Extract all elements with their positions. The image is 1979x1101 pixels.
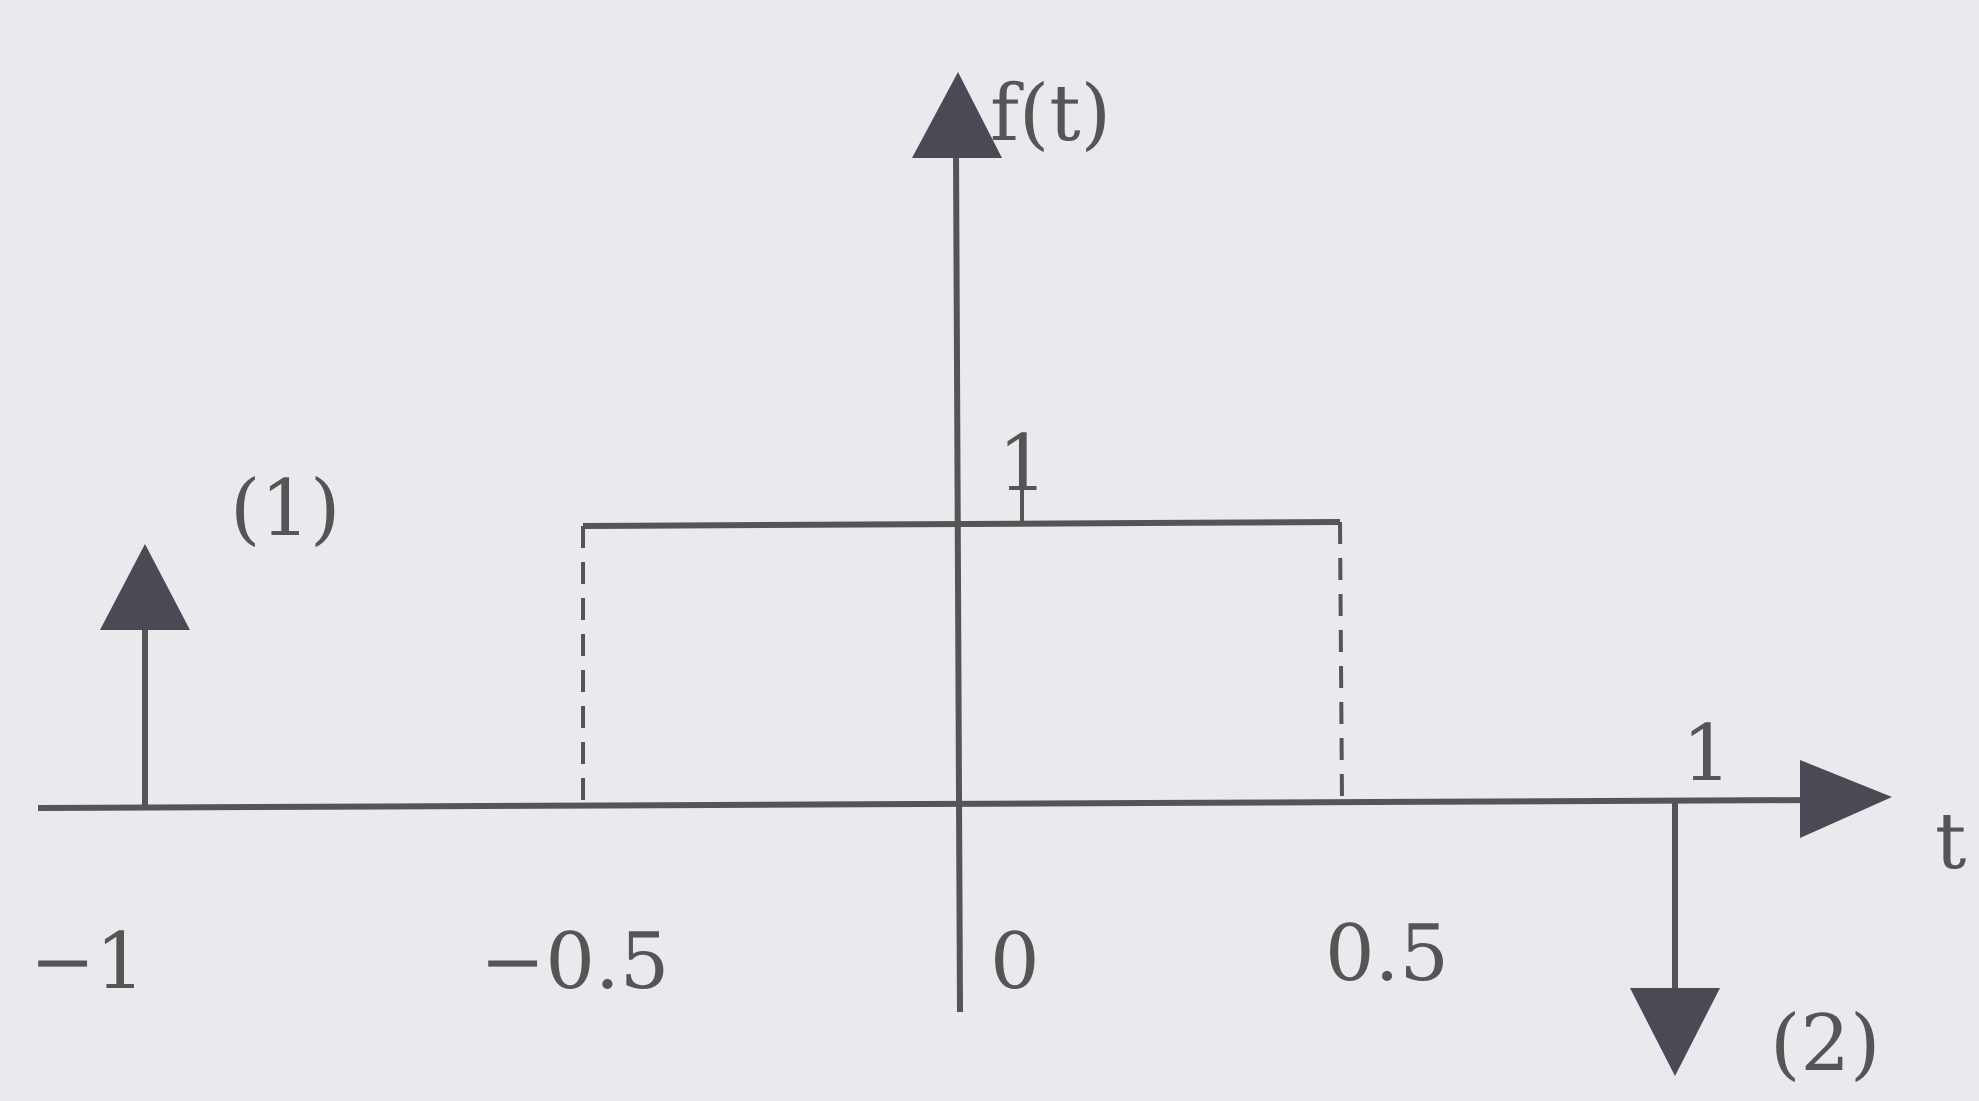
t-axis-arrowhead [1800,760,1892,838]
impulse-left-arrowhead [100,544,190,630]
impulse-left-strength-label: (1) [230,464,341,554]
f-axis-arrowhead [912,72,1002,158]
f-axis [953,149,963,1013]
tick-label-0: 0 [990,917,1040,1007]
t-axis-label: t [1935,797,1966,887]
impulse-right-arrowhead [1630,988,1720,1076]
pulse-right-edge [1338,521,1344,801]
tick-label-minus-1: −1 [30,917,145,1007]
impulse-right-strength-label: (2) [1770,999,1881,1089]
impulse-right-magnitude-label: 1 [1682,709,1732,799]
t-axis [37,797,1821,811]
tick-label-minus-0-5: −0.5 [480,917,669,1007]
f-axis-label: f(t) [990,69,1111,159]
tick-label-0-5: 0.5 [1325,909,1449,999]
pulse-height-label: 1 [998,419,1048,509]
pulse-top [582,519,1341,529]
